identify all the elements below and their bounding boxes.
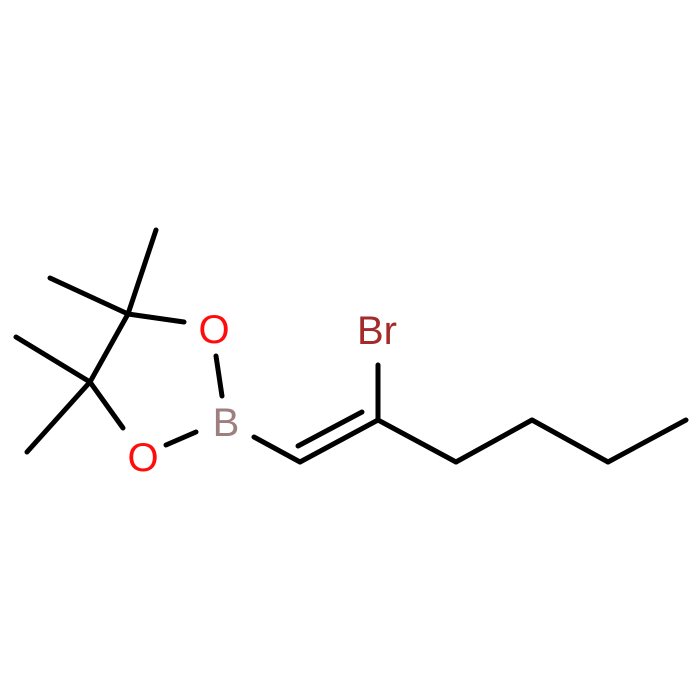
bond-chain-4 [605,417,689,465]
bonds [13,227,689,465]
bond-chain-1 [375,417,459,465]
atom-oxygen-bottom: O [127,436,158,480]
bond-c1-c2 [87,311,131,385]
atom-bromine: Br [357,309,397,353]
bond-chain-2 [453,417,535,465]
bond-o1-b [213,353,225,399]
bond-methyl-4 [24,379,93,455]
bond-b-vinyl [251,434,303,465]
bond-c1-o1 [125,311,187,325]
atom-labels: O O B Br [127,308,397,480]
bond-chain-3 [529,417,611,465]
bond-vinyl-double-b [295,409,365,449]
bond-methyl-3 [13,334,93,385]
atom-oxygen-top: O [198,308,229,352]
bond-o2-b [163,429,199,448]
bond-c2-o2 [87,379,126,431]
bond-methyl-2 [125,227,159,317]
atom-boron: B [213,401,240,445]
bond-vinyl-double-a [297,417,381,465]
bond-methyl-1 [47,275,131,317]
